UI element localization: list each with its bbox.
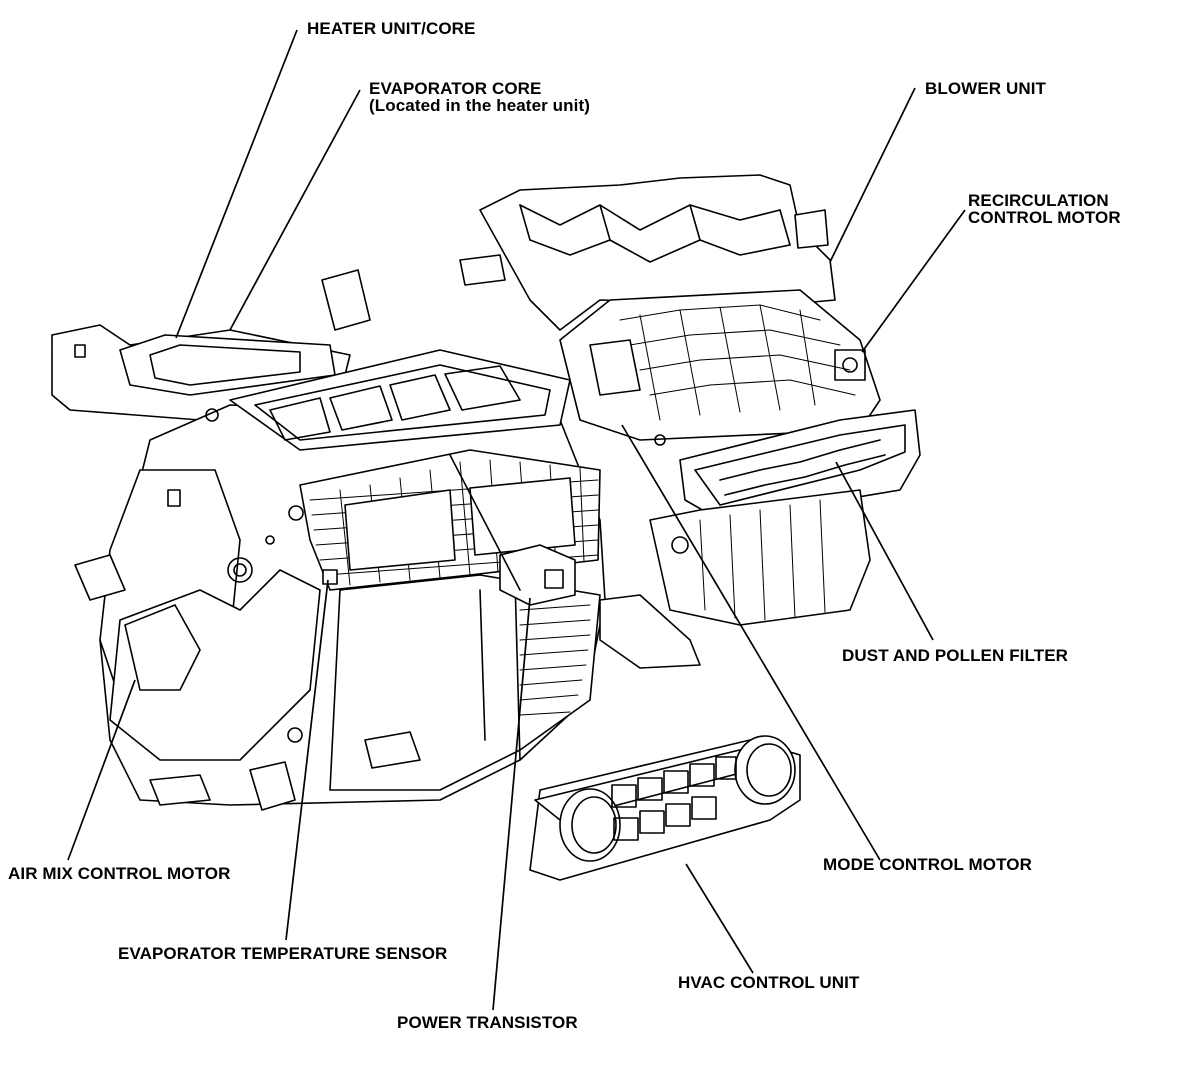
label-dust-filter-text: DUST AND POLLEN FILTER [842, 646, 1069, 665]
label-evaporator-temp-sensor-text: EVAPORATOR TEMPERATURE SENSOR [118, 944, 448, 963]
hvac-control-unit-drawing [529, 735, 801, 881]
label-heater-unit-text: HEATER UNIT/CORE [307, 19, 476, 38]
label-dust-pollen-filter: DUST AND POLLEN FILTER [842, 647, 1068, 664]
label-recirculation-line1: RECIRCULATION [968, 191, 1109, 210]
label-blower-unit-text: BLOWER UNIT [925, 79, 1047, 98]
label-mode-control-motor: MODE CONTROL MOTOR [823, 856, 1032, 873]
label-hvac-control-unit-text: HVAC CONTROL UNIT [678, 973, 860, 992]
label-blower-unit: BLOWER UNIT [925, 80, 1046, 97]
blower-unit-drawing [459, 174, 921, 669]
label-evaporator-temperature-sensor: EVAPORATOR TEMPERATURE SENSOR [118, 945, 447, 962]
label-evaporator-core-line1: EVAPORATOR CORE [369, 79, 542, 98]
label-mode-control-motor-text: MODE CONTROL MOTOR [823, 855, 1032, 874]
label-hvac-control-unit: HVAC CONTROL UNIT [678, 974, 859, 991]
label-heater-unit: HEATER UNIT/CORE [307, 20, 475, 37]
label-air-mix-control-motor-text: AIR MIX CONTROL MOTOR [8, 864, 231, 883]
label-power-transistor: POWER TRANSISTOR [397, 1014, 578, 1031]
label-air-mix-control-motor: AIR MIX CONTROL MOTOR [8, 865, 230, 882]
leader-lines [67, 29, 966, 1011]
label-recirculation-control-motor: RECIRCULATION CONTROL MOTOR [968, 192, 1121, 226]
heater-unit-drawing [51, 269, 606, 811]
label-power-transistor-text: POWER TRANSISTOR [397, 1013, 578, 1032]
label-evaporator-core: EVAPORATOR CORE (Located in the heater u… [369, 80, 590, 114]
label-recirculation-line2: CONTROL MOTOR [968, 208, 1121, 227]
label-evaporator-core-line2: (Located in the heater unit) [369, 96, 590, 115]
